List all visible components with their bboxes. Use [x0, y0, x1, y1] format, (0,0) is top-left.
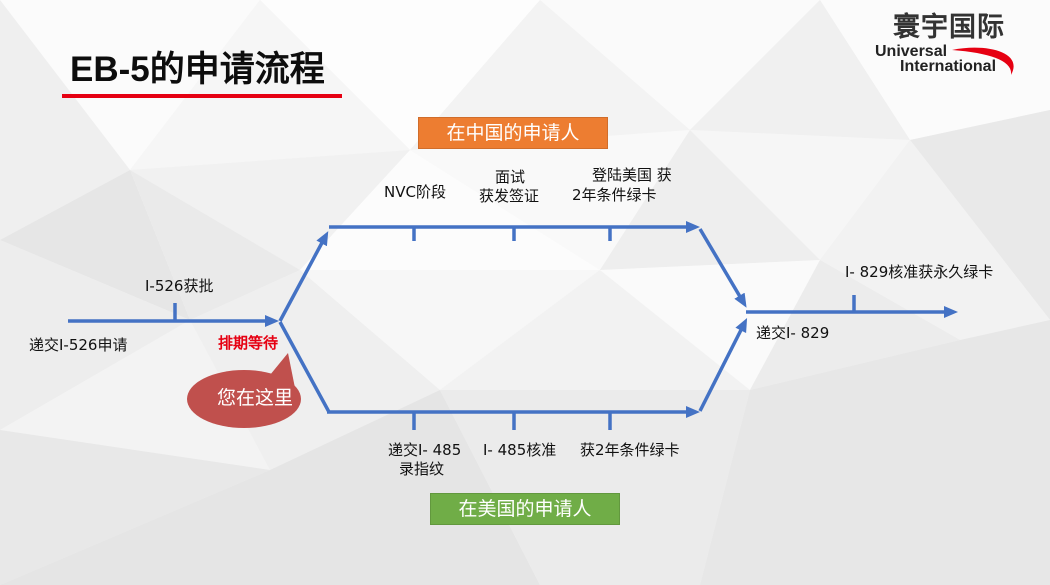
background-polygon [0, 240, 190, 430]
page-title: EB-5的申请流程 [70, 50, 325, 89]
background-polygon [0, 320, 270, 470]
background-polygon [750, 260, 960, 390]
background-polygon [410, 130, 690, 270]
background-polygon [410, 0, 690, 150]
label-conditional-card: 获2年条件绿卡 [580, 441, 680, 459]
label-i485-approved: I- 485核准 [483, 441, 557, 459]
usa-applicant-label: 在美国的申请人 [458, 498, 592, 520]
china-applicant-box: 在中国的申请人 [418, 117, 608, 149]
background-polygon [0, 430, 270, 585]
logo-swoosh-icon [952, 47, 1014, 75]
label-nvc: NVC阶段 [384, 183, 446, 201]
china-applicant-label: 在中国的申请人 [446, 122, 580, 144]
logo-name-cn: 寰宇国际 [893, 12, 1005, 43]
label-arrival-line1: 登陆美国 获 [592, 166, 672, 184]
label-submit-i829: 递交I- 829 [756, 324, 830, 342]
background-polygon [820, 0, 1050, 140]
usa-applicant-box: 在美国的申请人 [430, 493, 620, 525]
background-polygon [300, 270, 600, 390]
label-submit-i526: 递交I-526申请 [29, 336, 128, 354]
background-polygon [130, 0, 410, 170]
merge-arrow-china [698, 228, 747, 308]
bubble-body [187, 370, 301, 428]
logo-name-en-line2: International [900, 58, 997, 75]
background-polygon [440, 390, 750, 585]
label-interview-line2: 获发签证 [479, 187, 540, 205]
background-polygon [600, 260, 820, 390]
background-polygon [0, 390, 540, 585]
background-polygon [130, 150, 410, 270]
label-i485-line2: 录指纹 [399, 460, 445, 478]
merge-arrow-usa [698, 317, 748, 412]
label-interview-line1: 面试 [495, 168, 526, 186]
background-polygon [300, 150, 600, 270]
background-polygon [260, 0, 540, 150]
background-polygon [540, 0, 820, 130]
background-polygon [910, 110, 1050, 320]
title-underline [62, 94, 342, 98]
branch-arrow-china [278, 231, 329, 322]
background-polygon [690, 0, 910, 140]
background-polygon [700, 320, 1050, 585]
background-polygon [130, 170, 300, 320]
you-are-here-label: 您在这里 [216, 387, 293, 409]
label-arrival-line2: 2年条件绿卡 [572, 186, 657, 204]
background-polygon [0, 0, 130, 240]
logo-name-en-line1: Universal [875, 43, 948, 60]
label-i526-approved: I-526获批 [145, 277, 214, 295]
branch-line-usa [278, 321, 331, 413]
background-polygon [440, 270, 750, 390]
background-polygon [690, 130, 910, 260]
label-i829-approved: I- 829核准获永久绿卡 [845, 263, 994, 281]
background-polygon [0, 0, 260, 170]
bubble-tail [270, 353, 295, 388]
label-waiting: 排期等待 [218, 334, 279, 352]
you-are-here-bubble [187, 353, 301, 428]
background-polygon [0, 170, 190, 320]
background-polygon [820, 140, 1050, 340]
label-i485-line1: 递交I- 485 [388, 441, 462, 459]
background-polygon [600, 130, 820, 270]
